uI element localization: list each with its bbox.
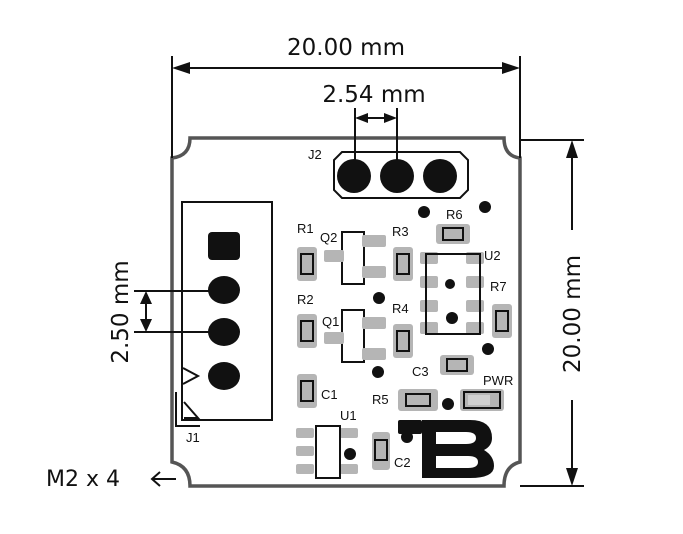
j1-pin-3 <box>208 318 240 346</box>
height-dimension: 20.00 mm <box>520 139 586 487</box>
c3-capacitor: C3 <box>412 355 474 379</box>
r5-label: R5 <box>372 392 389 407</box>
pwr-led: PWR <box>460 373 513 411</box>
c1-capacitor: C1 <box>297 374 338 408</box>
height-label: 20.00 mm <box>560 255 586 373</box>
r2-resistor: R2 <box>297 292 317 348</box>
j1-pin-4 <box>208 362 240 390</box>
brand-logo-icon <box>398 420 494 478</box>
r3-resistor: R3 <box>392 224 413 281</box>
r4-label: R4 <box>392 301 409 316</box>
r6-label: R6 <box>446 207 463 222</box>
r7-label: R7 <box>490 279 507 294</box>
r1-resistor: R1 <box>297 221 317 281</box>
j1-marker-2 <box>183 401 201 419</box>
width-label: 20.00 mm <box>287 35 405 61</box>
r5-resistor: R5 <box>372 389 438 411</box>
u1-ic: U1 <box>296 408 358 479</box>
c2-label: C2 <box>394 455 411 470</box>
j2-pin-3 <box>423 159 457 193</box>
j1-outline <box>181 201 273 421</box>
j2-outline <box>333 151 469 199</box>
r2-label: R2 <box>297 292 314 307</box>
j2-pin-2 <box>380 159 414 193</box>
pwr-label: PWR <box>483 373 513 388</box>
q2-transistor: Q2 <box>320 230 386 285</box>
u2-label: U2 <box>484 248 501 263</box>
j2-pin-1 <box>337 159 371 193</box>
c3-label: C3 <box>412 364 429 379</box>
q1-transistor: Q1 <box>322 309 386 363</box>
j1-label: J1 <box>186 430 200 445</box>
c2-capacitor: C2 <box>372 432 411 470</box>
pitch-label: 2.54 mm <box>322 82 425 108</box>
r3-label: R3 <box>392 224 409 239</box>
mount-label: M2 x 4 <box>46 467 120 492</box>
j2-label: J2 <box>308 147 322 162</box>
r6-resistor: R6 <box>436 207 470 244</box>
r1-label: R1 <box>297 221 314 236</box>
j1-connector: J1 <box>175 201 273 445</box>
r7-resistor: R7 <box>490 279 512 338</box>
u2-ic: U2 <box>420 248 501 335</box>
j1-corner <box>175 392 200 427</box>
u1-label: U1 <box>340 408 357 423</box>
r4-resistor: R4 <box>392 301 413 358</box>
q2-label: Q2 <box>320 230 337 245</box>
j1-pin-1 <box>208 232 240 260</box>
j1-marker-1 <box>182 367 201 385</box>
j2-header: J2 <box>308 147 469 199</box>
c1-label: C1 <box>321 387 338 402</box>
j1-pin-2 <box>208 276 240 304</box>
q1-label: Q1 <box>322 314 339 329</box>
vpitch-label: 2.50 mm <box>108 260 134 363</box>
mount-callout: M2 x 4 <box>46 467 176 492</box>
